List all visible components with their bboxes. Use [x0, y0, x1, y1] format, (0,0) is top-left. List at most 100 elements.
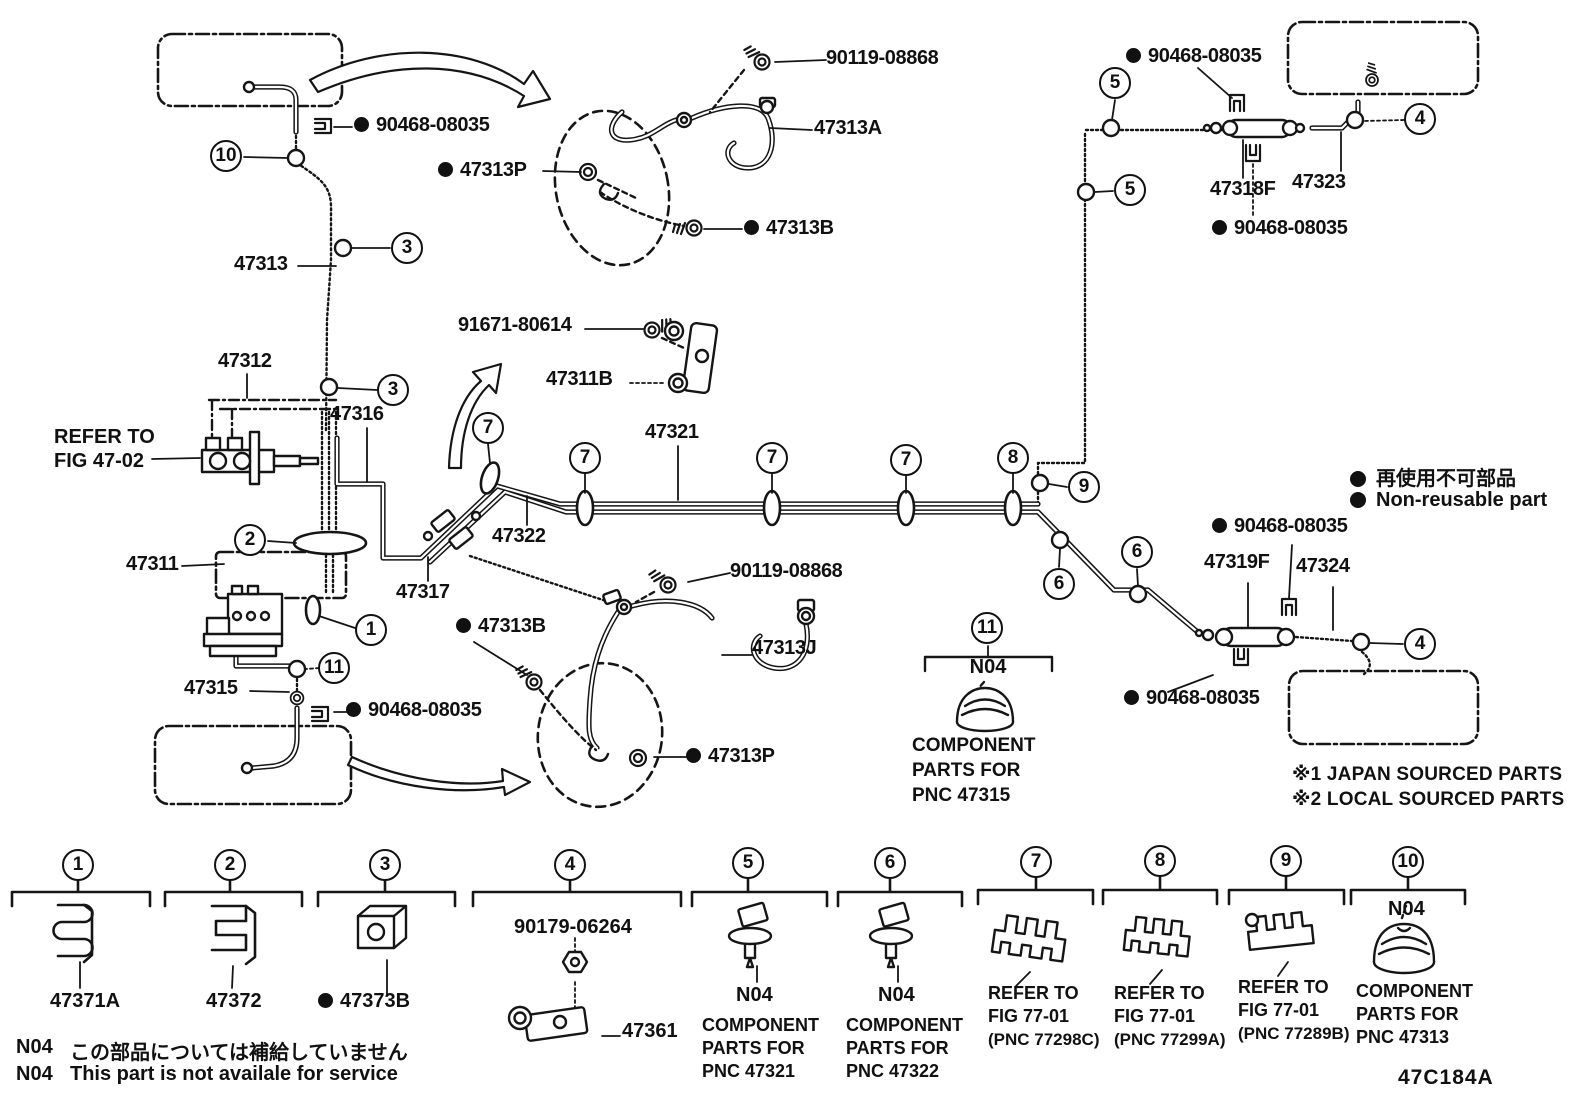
tube-clip-icon [313, 117, 333, 135]
tube-bolt-icon [1365, 62, 1379, 87]
part-label-90468-08035: 90468-08035 [1126, 46, 1262, 67]
service-note-code: N04 [16, 1063, 53, 1085]
callout-7: 7 [756, 442, 788, 474]
callout-5: 5 [1099, 67, 1131, 99]
non-reusable-dot-icon [744, 220, 759, 235]
callout-9: 9 [1068, 471, 1100, 503]
footnote-japan-sourced: ※1 JAPAN SOURCED PARTS [1292, 764, 1563, 785]
part-label-47316: 47316 [330, 403, 384, 425]
callout-1: 1 [355, 614, 387, 646]
part-label-90468-08035: 90468-08035 [1212, 516, 1348, 537]
detail-ellipses [536, 109, 671, 809]
part-label-47313a: 47313A [814, 117, 882, 139]
service-note-en: This part is not availale for service [70, 1063, 398, 1085]
part-label-47313: 47313 [234, 253, 288, 275]
part-label-47312: 47312 [218, 350, 272, 372]
figure-code: 47C184A [1398, 1066, 1494, 1089]
legend-non-reusable-jp: 再使用不可部品 [1350, 462, 1516, 491]
part-label-47323: 47323 [1292, 171, 1346, 193]
clip-icon-pnc47322 [868, 901, 914, 969]
legend-code-n04: N04 [1388, 898, 1425, 920]
tube-cylinder-47319f [1194, 626, 1296, 648]
service-note-jp: この部品については補給していません [70, 1042, 408, 1064]
callout-6: 6 [1121, 536, 1153, 568]
tube-dashdot-47312 [207, 398, 338, 440]
legend-brackets [10, 875, 1467, 908]
dashed-links [538, 68, 986, 752]
legend-callout-5: 5 [732, 847, 764, 879]
part-label-47313j: 47313J [752, 637, 817, 659]
non-reusable-dot-icon [1124, 690, 1139, 705]
non-reusable-dot-icon [1212, 220, 1227, 235]
clip-icon-pnc47321 [727, 901, 773, 969]
callout-6: 6 [1043, 568, 1075, 600]
nut-and-clamp-icon-47361 [507, 950, 589, 1042]
clamp-icon-47372 [210, 904, 257, 966]
hose-fittings [588, 96, 816, 762]
component-code-n04: N04 [969, 656, 1007, 678]
multi-clamp-icon-77298c [990, 914, 1067, 963]
part-label-47313p: 47313P [686, 746, 775, 767]
legend-part-47372: 47372 [206, 990, 262, 1012]
part-label-90119-08868: 90119-08868 [730, 560, 843, 582]
footnote-local-sourced: ※2 LOCAL SOURCED PARTS [1292, 789, 1565, 810]
legend-part-47361: 47361 [622, 1020, 678, 1042]
master-cylinder [200, 430, 320, 486]
part-label-47315: 47315 [184, 677, 238, 699]
callout-2: 2 [234, 524, 266, 556]
multi-clamp-icon-77299a [1122, 915, 1191, 958]
part-label-47313b: 47313B [744, 218, 834, 239]
part-label-90468-08035: 90468-08035 [354, 115, 490, 136]
part-label-90468-08035: 90468-08035 [346, 700, 482, 721]
part-label-90468-08035: 90468-08035 [1124, 688, 1260, 709]
part-label-47319f: 47319F [1204, 551, 1270, 573]
part-label-47313b: 47313B [456, 616, 546, 637]
part-label-90468-08035: 90468-08035 [1212, 218, 1348, 239]
part-label-47317: 47317 [396, 581, 450, 603]
callout-3: 3 [391, 232, 423, 264]
part-label-91671-80614: 91671-80614 [458, 314, 572, 336]
union-bolt-icon [645, 564, 680, 597]
hose-bolt-icon [512, 660, 546, 694]
part-label-47321: 47321 [645, 421, 699, 443]
clamp-icon-47373b [356, 904, 408, 950]
leader-lines [79, 59, 1404, 1037]
callout-4: 4 [1404, 628, 1436, 660]
brake-actuator [202, 584, 284, 658]
callout-11: 11 [318, 652, 350, 684]
tube-clip-icon [1232, 647, 1250, 667]
legend-part-47371a: 47371A [50, 990, 121, 1012]
tube-nodes [286, 110, 1371, 679]
tube-clip-icon [310, 705, 330, 723]
callout-11: 11 [971, 612, 1003, 644]
legend-callout-4: 4 [554, 849, 586, 881]
callout-7: 7 [890, 444, 922, 476]
tube-cylinder-47318f [1202, 118, 1306, 139]
part-label-47311: 47311 [126, 553, 179, 575]
non-reusable-dot-icon [354, 117, 369, 132]
part-label-47318f: 47318F [1210, 178, 1276, 200]
tube-nut-icon [628, 748, 648, 768]
non-reusable-dot-icon [438, 162, 453, 177]
part-label-90119-08868: 90119-08868 [826, 47, 939, 69]
non-reusable-dot-icon [456, 618, 471, 633]
part-label-47313p: 47313P [438, 160, 527, 181]
part-label-47322: 47322 [492, 525, 546, 547]
legend-callout-10: 10 [1392, 846, 1424, 878]
part-label-47311b: 47311B [546, 368, 613, 390]
non-reusable-dot-icon [1350, 492, 1366, 508]
callout-7: 7 [569, 442, 601, 474]
callout-10: 10 [210, 140, 242, 172]
union-bolt-icon [740, 40, 774, 74]
legend-code-n04: N04 [736, 984, 773, 1006]
grommet-icon-pnc47313 [1372, 904, 1436, 975]
legend-callout-6: 6 [874, 847, 906, 879]
